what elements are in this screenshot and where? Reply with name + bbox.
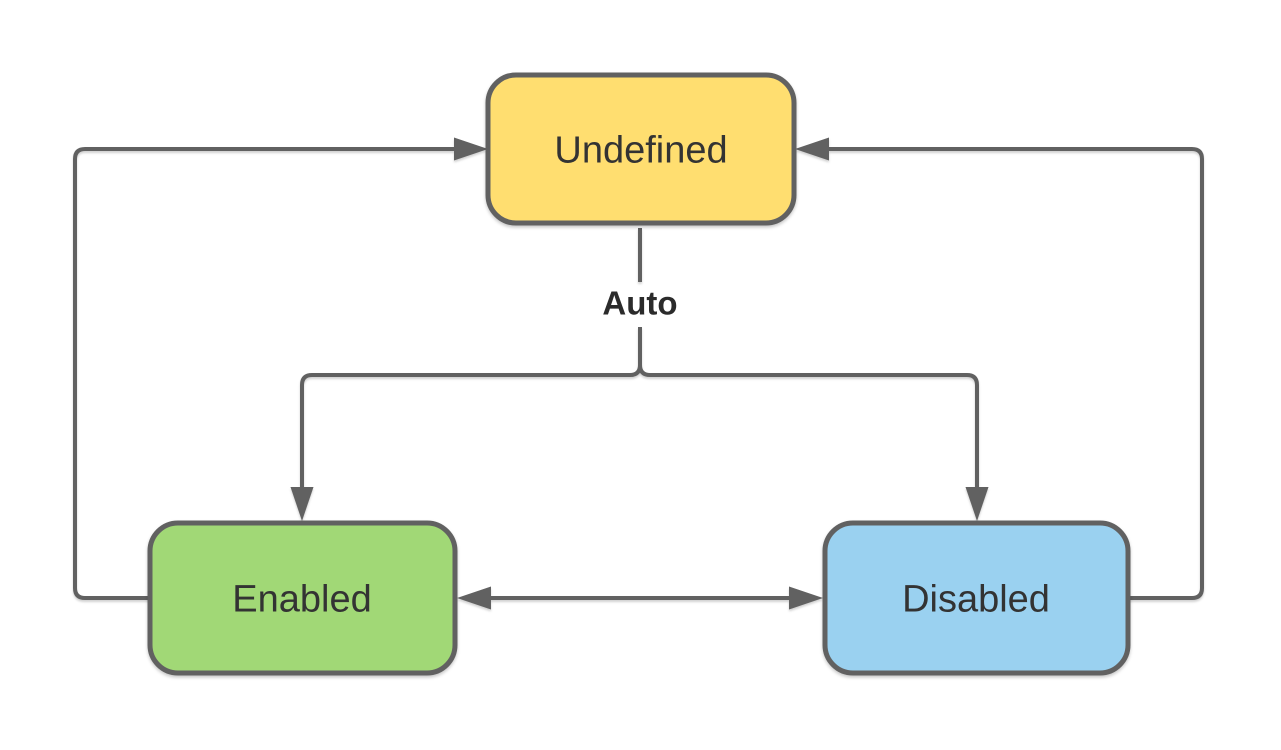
node-layer: [147, 72, 1131, 676]
arrowhead-into-disabled-top: [965, 487, 989, 521]
node-undefined: [485, 72, 797, 226]
node-label-undefined: Undefined: [554, 129, 727, 171]
arrowhead-into-undefined-right: [795, 137, 829, 161]
edge-label-layer: Auto: [602, 285, 677, 322]
node-label-layer: Undefined Enabled Disabled: [232, 129, 1050, 620]
arrowhead-into-enabled-top: [290, 487, 314, 521]
node-enabled: [147, 520, 458, 676]
node-label-disabled: Disabled: [902, 578, 1050, 620]
arrowhead-into-disabled-left: [789, 586, 823, 610]
edge-disabled-to-undefined: [827, 147, 1204, 600]
edge-label-auto: Auto: [602, 285, 677, 322]
arrowhead-into-enabled-right: [457, 586, 491, 610]
node-label-enabled: Enabled: [232, 578, 371, 620]
arrowhead-into-undefined-left: [454, 137, 488, 161]
edge-enabled-to-undefined: [73, 147, 456, 600]
edge-auto-to-enabled: [300, 364, 642, 489]
node-disabled: [822, 520, 1131, 676]
edge-layer: [73, 137, 1204, 610]
edge-auto-to-disabled: [638, 364, 979, 489]
